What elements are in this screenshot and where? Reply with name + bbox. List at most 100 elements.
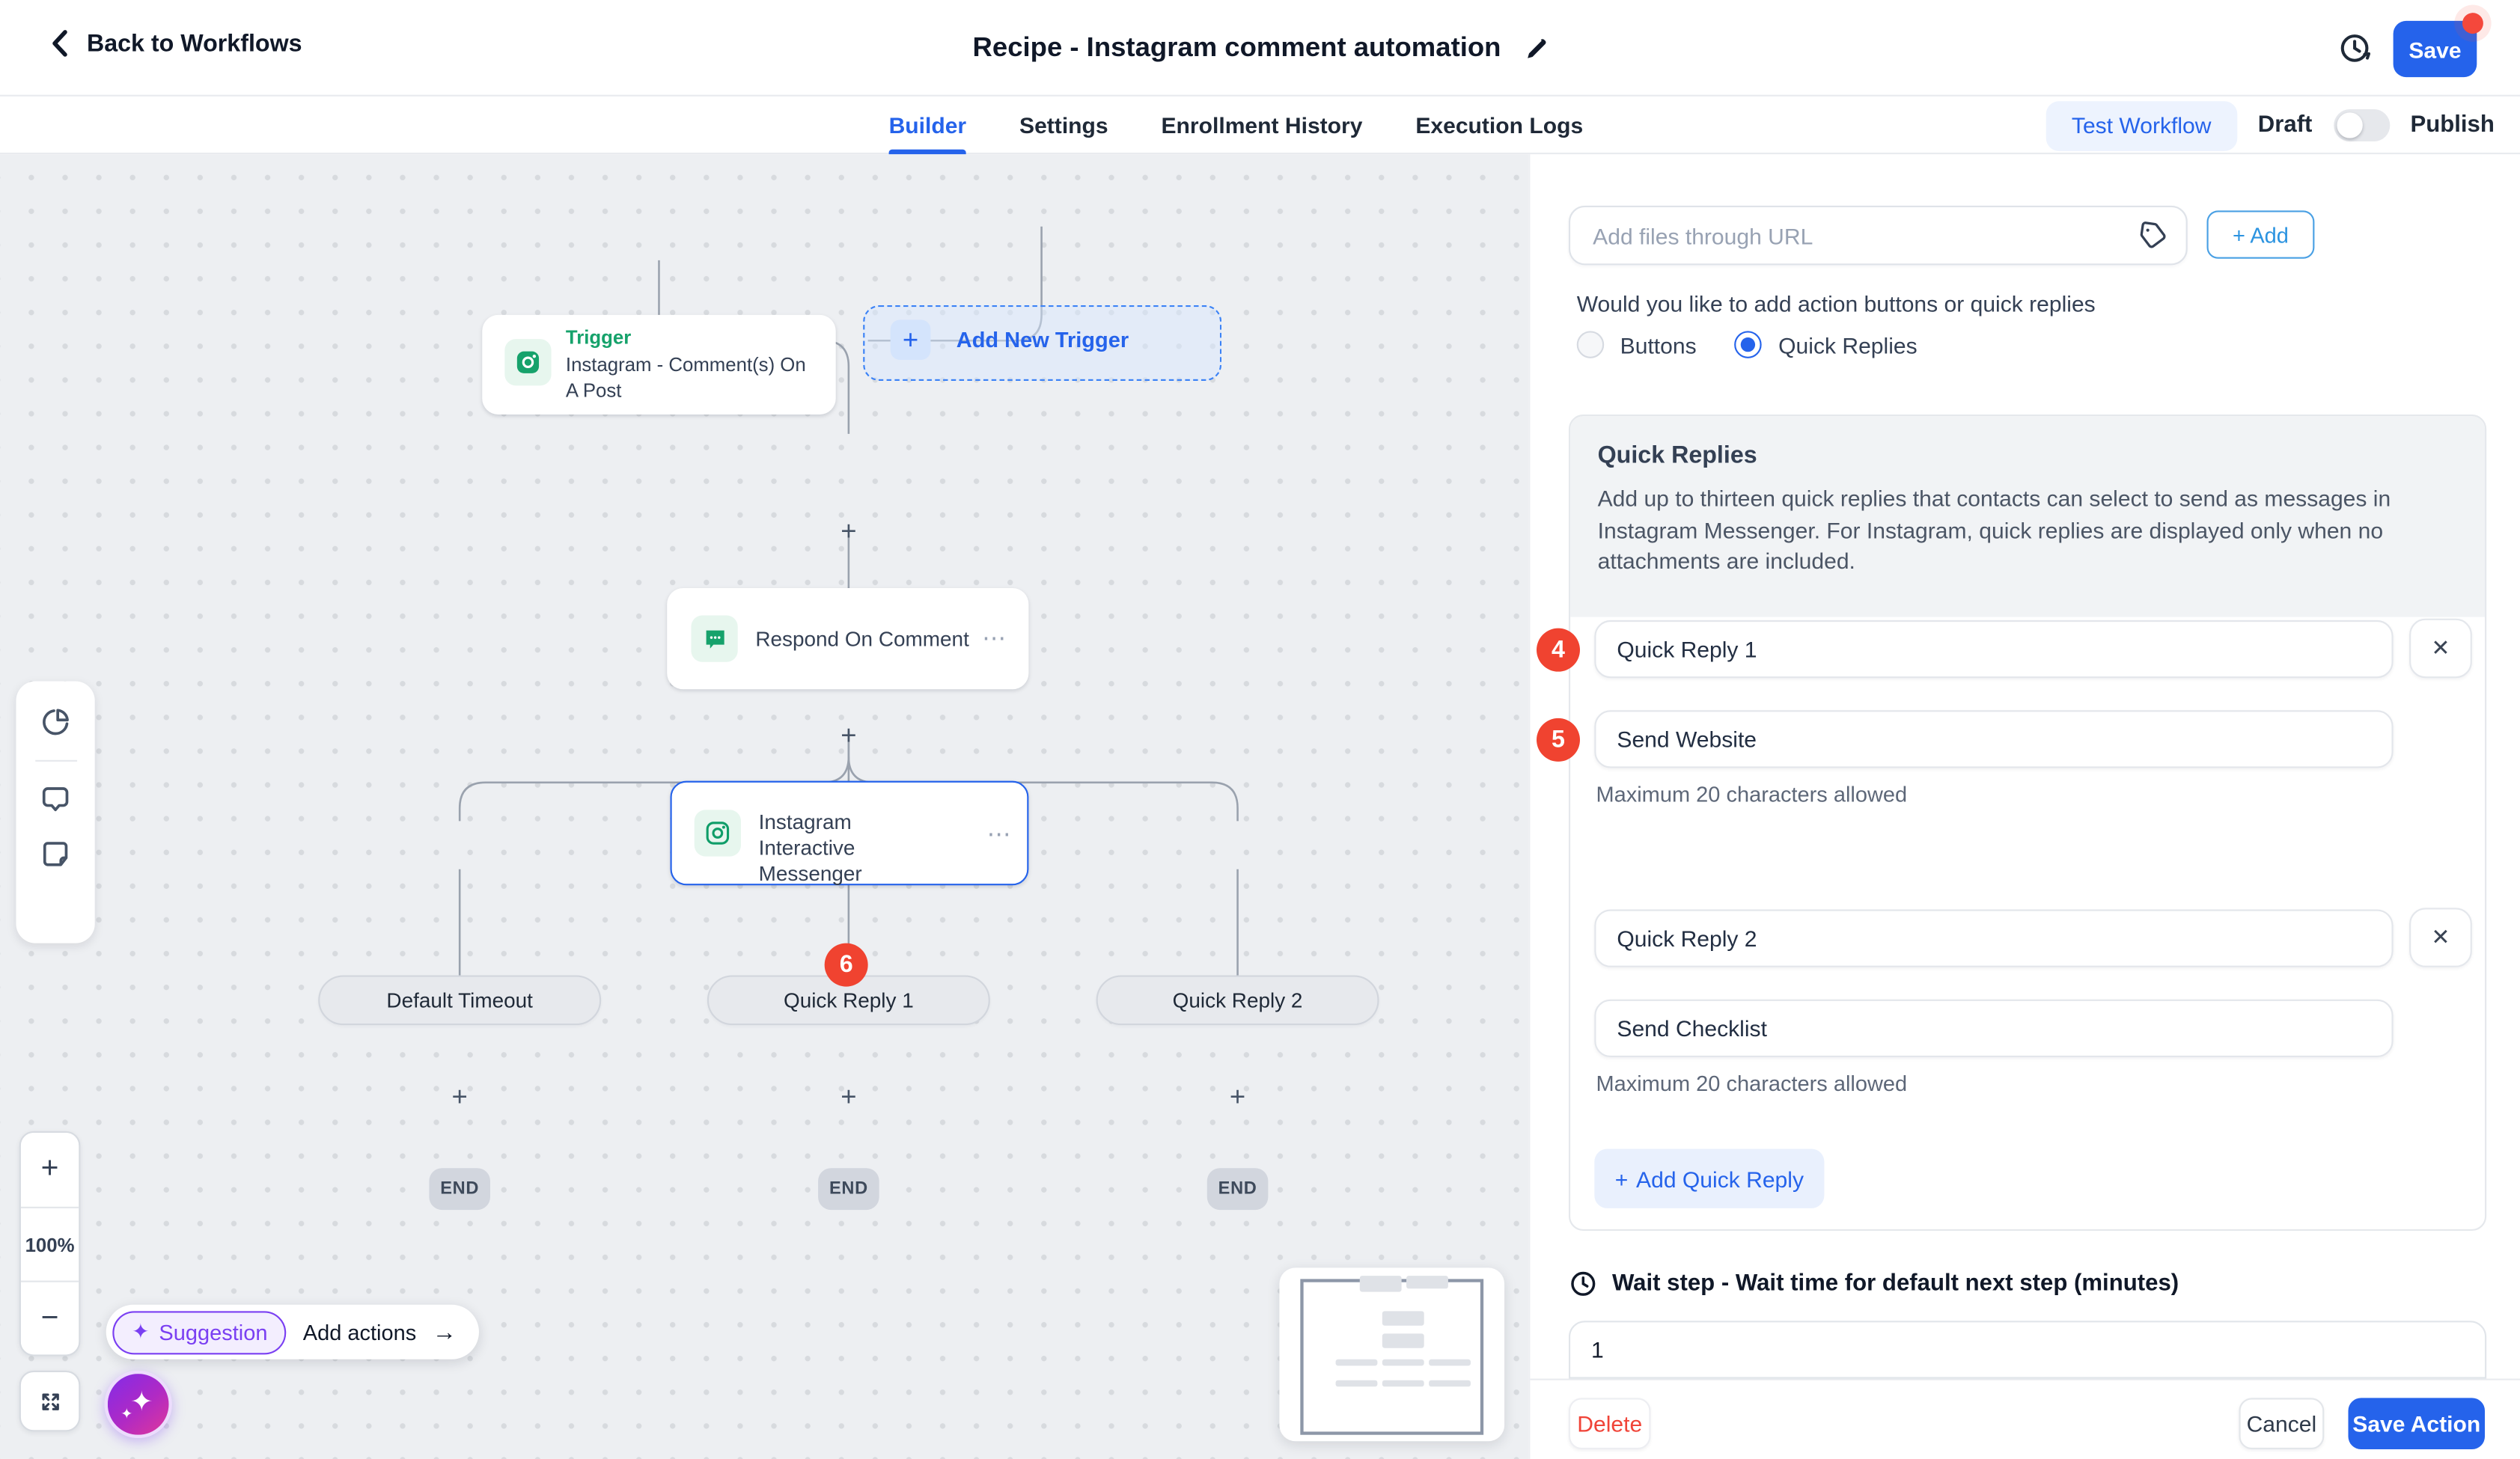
- instagram-trigger-icon: [504, 339, 552, 386]
- save-button[interactable]: Save: [2393, 13, 2483, 78]
- sparkles-icon: ✦: [120, 1406, 133, 1422]
- quick-replies-title: Quick Replies: [1597, 441, 1757, 470]
- divider: [34, 759, 77, 762]
- save-label: Save: [2408, 36, 2462, 62]
- back-label: Back to Workflows: [86, 29, 302, 58]
- annotation-badge-6: 6: [824, 943, 868, 987]
- max-characters-helper: Maximum 20 characters allowed: [1596, 1071, 1908, 1096]
- panel-footer: Delete Cancel Save Action: [1530, 1378, 2520, 1459]
- zoom-level[interactable]: 100%: [20, 1206, 79, 1281]
- cancel-button[interactable]: Cancel: [2239, 1398, 2325, 1450]
- notes-icon[interactable]: [39, 837, 73, 871]
- quick-reply-2-label-input[interactable]: [1594, 909, 2394, 967]
- zoom-in-button[interactable]: +: [20, 1132, 79, 1207]
- plus-icon: +: [1614, 1166, 1629, 1192]
- remove-quick-reply-2-button[interactable]: ✕: [2409, 908, 2472, 967]
- top-header: Back to Workflows Recipe - Instagram com…: [0, 0, 2520, 97]
- node-menu-icon[interactable]: ⋯: [982, 625, 1008, 652]
- instagram-interactive-messenger-node[interactable]: Instagram Interactive Messenger ⋯: [670, 780, 1029, 886]
- sparkles-icon: ✦: [132, 1319, 150, 1344]
- add-step-icon[interactable]: +: [840, 720, 857, 750]
- tab-execution-logs[interactable]: Execution Logs: [1415, 112, 1584, 138]
- trigger-node[interactable]: Trigger Instagram - Comment(s) On A Post: [482, 314, 836, 415]
- annotation-badge-4: 4: [1537, 628, 1580, 672]
- action-settings-panel: + Add Would you like to add action butto…: [1528, 154, 2520, 1459]
- add-files-url-input[interactable]: [1568, 205, 2188, 266]
- workflow-canvas[interactable]: Trigger Instagram - Comment(s) On A Post…: [0, 154, 1529, 1459]
- suggestion-button[interactable]: ✦ Suggestion: [112, 1310, 287, 1354]
- max-characters-helper: Maximum 20 characters allowed: [1596, 782, 1908, 807]
- node-menu-icon[interactable]: ⋯: [986, 821, 1013, 848]
- toggle-knob: [2336, 112, 2363, 138]
- radio-buttons-label[interactable]: Buttons: [1620, 331, 1697, 358]
- plus-icon: +: [890, 319, 931, 361]
- wait-step-label: Wait step - Wait time for default next s…: [1611, 1270, 2179, 1297]
- save-action-button[interactable]: Save Action: [2348, 1398, 2486, 1450]
- add-step-icon[interactable]: +: [840, 516, 857, 547]
- remove-quick-reply-1-button[interactable]: ✕: [2409, 618, 2472, 679]
- edit-title-icon[interactable]: [1524, 36, 1548, 60]
- back-to-workflows-button[interactable]: Back to Workflows: [48, 29, 302, 58]
- add-url-button[interactable]: + Add: [2206, 210, 2315, 259]
- zoom-out-button[interactable]: −: [20, 1280, 79, 1355]
- add-new-trigger-label: Add New Trigger: [956, 328, 1129, 352]
- comment-reply-icon: [691, 615, 738, 662]
- radio-quick-replies[interactable]: [1735, 331, 1763, 358]
- chevron-left-icon: [52, 30, 67, 57]
- fullscreen-button[interactable]: [19, 1370, 81, 1432]
- tag-icon[interactable]: [2138, 220, 2168, 251]
- trigger-title: Instagram - Comment(s) On A Post: [565, 353, 806, 402]
- tab-settings[interactable]: Settings: [1019, 112, 1108, 138]
- quick-reply-2-message-input[interactable]: [1594, 999, 2394, 1058]
- end-node: END: [818, 1168, 879, 1211]
- test-workflow-button[interactable]: Test Workflow: [2045, 100, 2237, 150]
- sparkles-icon: ✦: [129, 1386, 153, 1418]
- trigger-kind-label: Trigger: [565, 325, 632, 349]
- suggestion-tooltip: ✦ Suggestion Add actions →: [106, 1304, 479, 1359]
- add-quick-reply-label: Add Quick Reply: [1636, 1166, 1804, 1192]
- quick-reply-1-label-input[interactable]: [1594, 620, 2394, 679]
- clock-icon: [1571, 1271, 1596, 1296]
- add-actions-label[interactable]: Add actions: [302, 1320, 417, 1345]
- quick-replies-header: Quick Replies Add up to thirteen quick r…: [1570, 416, 2486, 617]
- add-step-icon[interactable]: +: [1229, 1081, 1246, 1113]
- publish-label: Publish: [2410, 112, 2495, 138]
- delete-button[interactable]: Delete: [1568, 1398, 1651, 1450]
- branch-default-timeout[interactable]: Default Timeout: [318, 975, 602, 1026]
- instagram-icon: [694, 810, 741, 857]
- tab-enrollment-history[interactable]: Enrollment History: [1161, 112, 1363, 138]
- end-node: END: [429, 1168, 490, 1211]
- respond-on-comment-node[interactable]: Respond On Comment ⋯: [667, 587, 1029, 690]
- add-step-icon[interactable]: +: [451, 1081, 468, 1113]
- radio-buttons[interactable]: [1576, 331, 1605, 358]
- canvas-side-toolbar: [16, 681, 95, 943]
- end-node: END: [1206, 1168, 1269, 1211]
- comments-icon[interactable]: [39, 783, 73, 816]
- minimap[interactable]: [1279, 1267, 1505, 1442]
- zoom-controls: + 100% −: [19, 1131, 81, 1356]
- radio-quick-replies-label[interactable]: Quick Replies: [1778, 331, 1918, 358]
- draft-label: Draft: [2257, 112, 2313, 138]
- annotation-badge-5: 5: [1537, 718, 1580, 762]
- wait-step-row: Wait step - Wait time for default next s…: [1569, 1270, 2179, 1299]
- add-quick-reply-button[interactable]: + Add Quick Reply: [1594, 1148, 1825, 1208]
- quick-reply-1-message-input[interactable]: [1594, 710, 2394, 768]
- publish-toggle[interactable]: [2333, 109, 2390, 141]
- stats-pie-icon[interactable]: [39, 706, 73, 739]
- branch-quick-reply-2[interactable]: Quick Reply 2: [1096, 975, 1379, 1026]
- version-history-icon[interactable]: [2337, 31, 2372, 66]
- add-new-trigger-button[interactable]: + Add New Trigger: [863, 305, 1222, 381]
- tab-bar: Builder Settings Enrollment History Exec…: [0, 96, 2520, 155]
- ai-suggestion-fab[interactable]: ✦ ✦: [104, 1370, 172, 1439]
- add-step-icon[interactable]: +: [840, 1081, 857, 1113]
- node-label: Respond On Comment: [755, 626, 969, 651]
- wait-minutes-input[interactable]: [1568, 1321, 2487, 1379]
- fullscreen-icon: [41, 1392, 58, 1410]
- arrow-right-icon: →: [432, 1318, 457, 1346]
- tab-builder[interactable]: Builder: [888, 97, 967, 155]
- node-label: Instagram Interactive Messenger: [758, 810, 862, 886]
- quick-replies-section: Quick Replies Add up to thirteen quick r…: [1537, 415, 2487, 1231]
- reply-type-radio-group: Buttons Quick Replies: [1576, 331, 1940, 358]
- minimap-viewport: [1300, 1279, 1484, 1435]
